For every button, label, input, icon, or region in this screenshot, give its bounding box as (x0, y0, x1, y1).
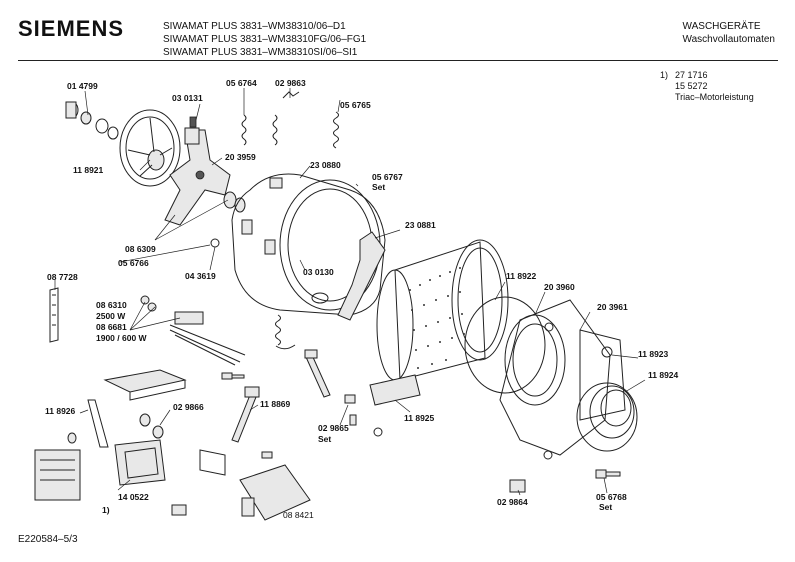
part-small-caps (67, 413, 164, 444)
label-056764: 05 6764 (226, 78, 257, 88)
label-140522: 14 0522 (118, 492, 149, 502)
part-screw-left (221, 372, 245, 380)
part-front-tub (499, 299, 611, 460)
footnote-row-3: Triac–Motorleistung (660, 92, 754, 103)
label-086681: 08 6681 (96, 322, 127, 332)
model-line-1: SIWAMAT PLUS 3831–WM38310/06–D1 (163, 21, 346, 32)
footnote: 1) 27 1716 15 5272 Triac–Motorleistung (660, 70, 754, 103)
part-small-spring (275, 314, 296, 350)
part-belt-pulley (119, 109, 181, 187)
part-small-bearings (65, 101, 119, 140)
footnote-marker: 1) (660, 70, 669, 80)
label-230881: 23 0881 (405, 220, 436, 230)
label-088421: 08 8421 (283, 510, 314, 520)
label-029865: 02 9865 (318, 423, 349, 433)
label-056766: 05 6766 (118, 258, 149, 268)
label-086309: 08 6309 (125, 244, 156, 254)
label-087728: 08 7728 (47, 272, 78, 282)
model-list: SIWAMAT PLUS 3831–WM38310/06–D1 SIWAMAT … (163, 20, 366, 59)
footnote-line-1: 27 1716 (675, 70, 708, 80)
label-056765: 05 6765 (340, 100, 371, 110)
leader-lines (54, 88, 646, 496)
label-056768-set: Set (599, 502, 612, 512)
label-118924: 11 8924 (648, 370, 679, 380)
part-bearing-pair (210, 191, 246, 248)
label-030130: 03 0130 (303, 267, 334, 277)
category-line-2: Waschvollautomaten (682, 34, 775, 45)
part-shock-absorbers (231, 349, 331, 443)
part-suspension-strut (337, 231, 386, 321)
label-118922: 11 8922 (506, 271, 537, 281)
footnote-row-2: 15 5272 (660, 81, 754, 92)
header-rule (18, 60, 778, 61)
part-tub-seal-ring (464, 296, 546, 394)
footnote-line-2: 15 5272 (675, 81, 708, 91)
part-motor-module (34, 449, 81, 501)
category-line-1: WASCHGERÄTE (682, 21, 761, 32)
brand-logo: SIEMENS (18, 16, 125, 41)
label-118926: 11 8926 (45, 406, 76, 416)
label-2500w: 2500 W (96, 311, 126, 321)
label-230880: 23 0880 (310, 160, 341, 170)
part-belt (87, 399, 109, 448)
label-203961: 20 3961 (597, 302, 628, 312)
label-203960: 20 3960 (544, 282, 575, 292)
label-118921: 11 8921 (73, 165, 104, 175)
label-1900w: 1900 / 600 W (96, 333, 148, 343)
label-118923: 11 8923 (638, 349, 669, 359)
label-056767: 05 6767 (372, 172, 403, 182)
model-line-2: SIWAMAT PLUS 3831–WM38310FG/06–FG1 (163, 34, 367, 45)
label-030131: 03 0131 (172, 93, 203, 103)
label-029864: 02 9864 (497, 497, 528, 507)
label-029866: 02 9866 (173, 402, 204, 412)
document-id: E220584–5/3 (18, 534, 78, 545)
label-footnote-ref: 1) (102, 505, 110, 515)
part-screw-right (595, 469, 621, 479)
model-line-3: SIWAMAT PLUS 3831–WM38310SI/06–SI1 (163, 47, 358, 58)
part-control-box (114, 439, 166, 486)
part-wiring-loom (49, 287, 59, 343)
label-056768: 05 6768 (596, 492, 627, 502)
label-029863: 02 9863 (275, 78, 306, 88)
label-043619: 04 3619 (185, 271, 216, 281)
part-heating-element (140, 295, 246, 366)
part-pump-assembly (239, 451, 311, 521)
part-springs (241, 91, 339, 149)
label-056767-set: Set (372, 182, 385, 192)
part-door-bellow (576, 329, 638, 452)
part-bracket-small (171, 449, 226, 516)
label-014799: 01 4799 (67, 81, 98, 91)
footnote-line-3: Triac–Motorleistung (675, 92, 754, 102)
part-foot (509, 479, 526, 493)
part-drum-cross (164, 116, 231, 226)
label-086310: 08 6310 (96, 300, 127, 310)
footnote-row-1: 1) 27 1716 (660, 70, 754, 81)
part-front-bracket (369, 374, 421, 406)
category: WASCHGERÄTE Waschvollautomaten (683, 20, 775, 46)
label-029865-set: Set (318, 434, 331, 444)
label-203959: 20 3959 (225, 152, 256, 162)
part-screw-set (344, 394, 383, 437)
part-labels: 01 4799 03 0131 05 6764 02 9863 05 6765 … (45, 78, 679, 520)
label-118925: 11 8925 (404, 413, 435, 423)
part-bracket-plate (103, 369, 187, 401)
part-inner-drum (376, 239, 509, 381)
label-118869: 11 8869 (260, 399, 291, 409)
